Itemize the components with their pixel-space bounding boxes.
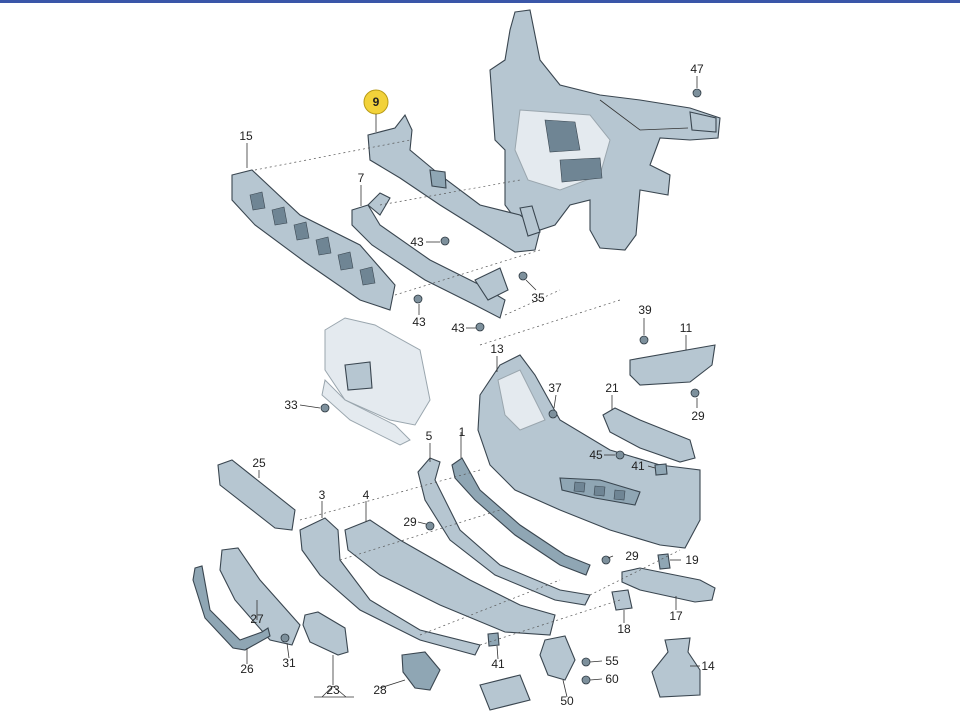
- clip-28: [401, 651, 441, 691]
- spoiler-center: [344, 519, 556, 636]
- callout-3: 3: [319, 488, 326, 502]
- callout-27: 27: [250, 612, 264, 626]
- callout-28: 28: [373, 683, 387, 697]
- alignment-lines: [254, 139, 681, 646]
- side-bracket-upper: [629, 344, 716, 386]
- callout-47: 47: [690, 62, 704, 76]
- guide-rail: [351, 192, 509, 319]
- callout-18: 18: [617, 622, 631, 636]
- callout-45: 45: [589, 448, 603, 462]
- bumper-cover: [477, 354, 701, 549]
- callout-43-a: 43: [410, 235, 424, 249]
- callout-5: 5: [426, 429, 433, 443]
- callout-55: 55: [605, 654, 619, 668]
- callout-11: 11: [680, 321, 693, 335]
- callout-7: 7: [358, 171, 365, 185]
- screws: [280, 88, 702, 685]
- callout-labels: 47 9 15 7 43 35 43 43 39 11 13 37 21 33 …: [239, 62, 715, 708]
- callout-4: 4: [363, 488, 370, 502]
- callout-23: 23: [326, 683, 340, 697]
- protective-bag: [651, 637, 701, 698]
- impact-absorber: [231, 169, 396, 311]
- callout-39: 39: [638, 303, 652, 317]
- callout-37: 37: [548, 381, 562, 395]
- grille-lower: [219, 547, 301, 646]
- callout-41-b: 41: [491, 657, 505, 671]
- callout-43-b: 43: [412, 315, 426, 329]
- top-accent-bar: [0, 0, 960, 3]
- callout-14: 14: [701, 659, 715, 673]
- callout-29-c: 29: [625, 549, 639, 563]
- cross-member: [451, 457, 591, 576]
- callout-19: 19: [685, 553, 699, 567]
- callout-43-c: 43: [451, 321, 465, 335]
- leader-lines: [246, 76, 700, 698]
- trim-strip: [192, 565, 271, 651]
- callout-26: 26: [240, 662, 254, 676]
- callout-21: 21: [605, 381, 619, 395]
- callout-35: 35: [531, 291, 545, 305]
- callout-31: 31: [282, 656, 296, 670]
- side-bracket-lower: [602, 407, 696, 463]
- callout-50: 50: [560, 694, 574, 708]
- callout-33: 33: [284, 398, 298, 412]
- side-cover: [621, 567, 716, 603]
- callout-1: 1: [459, 425, 466, 439]
- bracket-50: [479, 635, 576, 711]
- callout-60: 60: [605, 672, 619, 686]
- small-parts: [487, 463, 671, 647]
- callout-9: 9: [373, 95, 380, 109]
- callout-25: 25: [252, 456, 266, 470]
- license-plate-area: [321, 317, 431, 446]
- callout-17: 17: [669, 609, 683, 623]
- lock-carrier-frame: [489, 9, 721, 251]
- callout-41-a: 41: [631, 459, 645, 473]
- callout-29-a: 29: [691, 409, 705, 423]
- callout-13: 13: [490, 342, 504, 356]
- callout-29-b: 29: [403, 515, 417, 529]
- vent-grille: [302, 611, 349, 656]
- callout-15: 15: [239, 129, 253, 143]
- grille-upper: [217, 459, 296, 531]
- bumper-strip: [417, 457, 591, 606]
- bumper-carrier: [367, 113, 541, 253]
